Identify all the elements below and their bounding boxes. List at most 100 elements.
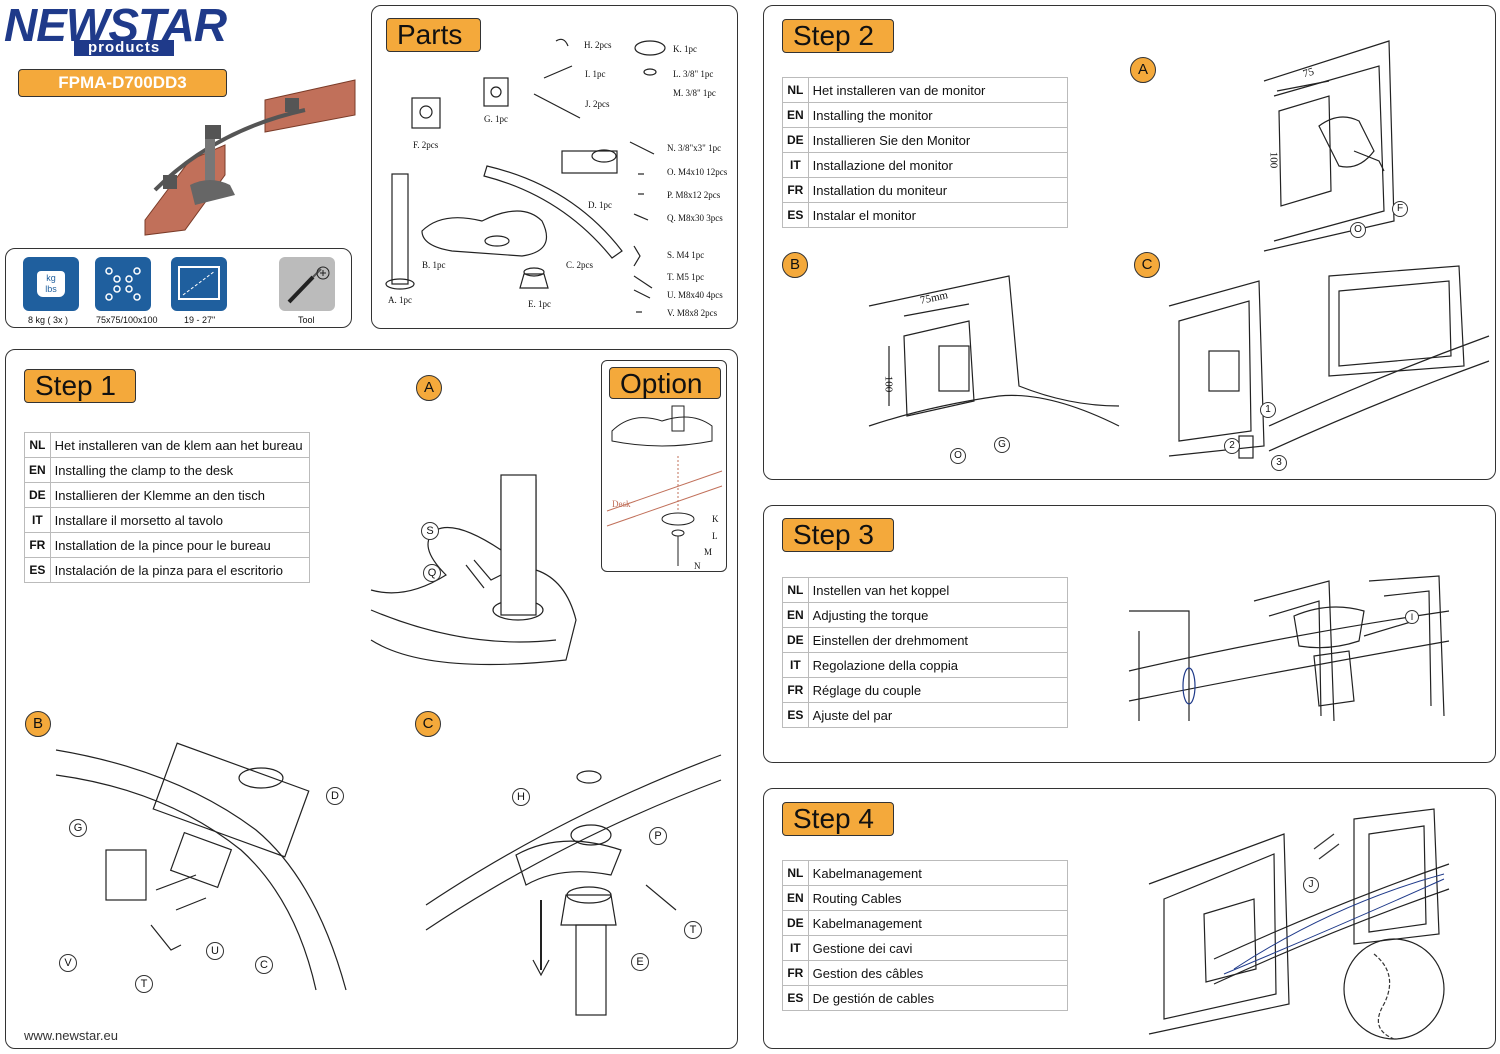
option-label-m: M (704, 547, 713, 557)
option-title: Option (609, 367, 721, 399)
label-e: E (631, 953, 649, 971)
part-o: O. M4x10 12pcs (667, 167, 728, 177)
step3-drawing (1128, 575, 1450, 722)
part-j: J. 2pcs (585, 99, 610, 109)
part-u: U. M8x40 4pcs (667, 290, 723, 300)
dim-b-height: 100 (882, 375, 895, 393)
part-n: N. 3/8"x3" 1pc (667, 143, 722, 153)
part-h: H. 2pcs (584, 40, 612, 50)
part-l: L. 3/8" 1pc (673, 69, 714, 79)
parts-title: Parts (386, 18, 481, 52)
step4-title: Step 4 (782, 802, 894, 836)
label-j: J (1303, 877, 1319, 893)
label-q: Q (423, 564, 441, 582)
vesa-pattern-icon (95, 257, 151, 311)
label-2: 2 (1224, 438, 1240, 454)
screen-size-icon (171, 257, 227, 311)
step1-b-drawing (55, 742, 347, 991)
label-1: 1 (1260, 402, 1276, 418)
step1-c-drawing (425, 754, 722, 1016)
label-t: T (135, 975, 153, 993)
sub-step-b: B (25, 711, 51, 737)
label-o: O (1350, 222, 1366, 238)
label-c: C (255, 956, 273, 974)
step2-b-drawing (868, 275, 1120, 427)
part-v: V. M8x8 2pcs (667, 308, 718, 318)
part-d: D. 1pc (588, 200, 612, 210)
option-label-l: L (712, 531, 718, 541)
website[interactable]: www.newstar.eu (24, 1028, 118, 1043)
part-f: F. 2pcs (413, 140, 439, 150)
weight-label: 8 kg ( 3x ) (28, 315, 69, 325)
part-g: G. 1pc (484, 114, 508, 124)
part-q: Q. M8x30 3pcs (667, 213, 723, 223)
option-box: Option Desk K L M N (601, 360, 727, 572)
step1-title: Step 1 (24, 369, 136, 403)
step2-title: Step 2 (782, 19, 894, 53)
part-t: T. M5 1pc (667, 272, 705, 282)
vesa-label: 75x75/100x100 (96, 315, 158, 325)
label-d: D (326, 787, 344, 805)
part-a: A. 1pc (388, 295, 412, 305)
label-g: G (69, 819, 87, 837)
option-label-k: K (712, 514, 719, 524)
label-p: P (649, 827, 667, 845)
part-p: P. M8x12 2pcs (667, 190, 721, 200)
sub-step-c: C (415, 711, 441, 737)
label-t2: T (684, 921, 702, 939)
label-f: F (1392, 201, 1408, 217)
step2-c-drawing (1168, 265, 1490, 459)
part-s: S. M4 1pc (667, 250, 705, 260)
label-u: U (206, 942, 224, 960)
part-b: B. 1pc (422, 260, 446, 270)
part-e: E. 1pc (528, 299, 551, 309)
step1-a-drawing (370, 474, 577, 666)
sub-step-a: A (1130, 57, 1156, 83)
label-h: H (512, 788, 530, 806)
step2-a-drawing (1263, 40, 1395, 252)
option-label-n: N (694, 561, 701, 571)
model-badge: FPMA-D700DD3 (18, 69, 227, 97)
part-k: K. 1pc (673, 44, 697, 54)
step4-drawing (1148, 808, 1450, 1040)
sub-step-a: A (416, 375, 442, 401)
part-c: C. 2pcs (566, 260, 593, 270)
label-o2: O (950, 448, 966, 464)
part-i: I. 1pc (585, 69, 606, 79)
option-drawing (606, 405, 723, 566)
part-m: M. 3/8" 1pc (673, 88, 716, 98)
screen-size-label: 19 - 27" (184, 315, 216, 325)
tool-label: Tool (298, 315, 315, 325)
label-v: V (59, 954, 77, 972)
